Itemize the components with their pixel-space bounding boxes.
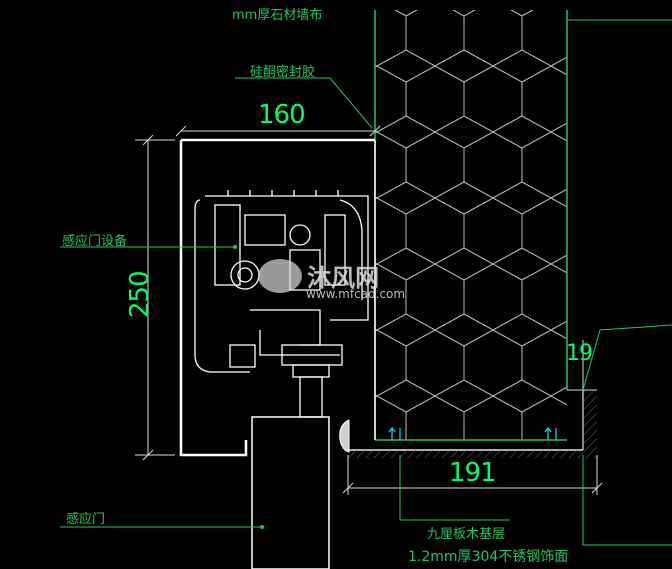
door-leaf <box>251 416 330 569</box>
label-finish: 1.2mm厚304不锈钢饰面 <box>408 549 569 565</box>
label-sealant: 硅酮密封胶 <box>250 65 316 80</box>
watermark-logo <box>258 258 302 293</box>
anchor-bolts <box>388 426 557 440</box>
leader-lines <box>60 19 672 546</box>
door-hanger <box>281 344 343 418</box>
operator-mechanism <box>194 190 369 373</box>
honeycomb-wall <box>375 10 567 440</box>
watermark-site: www.mfcad.com <box>306 287 406 301</box>
watermark: 沐风网 www.mfcad.com <box>258 258 405 301</box>
label-device: 感应门设备 <box>62 234 128 249</box>
dim-bottom: 191 <box>449 458 497 488</box>
right-hatch <box>583 390 597 450</box>
dimension-lines <box>135 125 603 495</box>
dim-height: 250 <box>125 271 155 318</box>
label-door: 感应门 <box>66 512 106 527</box>
dim-width: 160 <box>258 100 306 130</box>
watermark-brand: 沐风网 <box>307 264 380 292</box>
dim-small: 19 <box>566 341 593 366</box>
door-header-box <box>179 140 248 457</box>
label-top-cut: mm厚石材墙布 <box>232 8 323 23</box>
floor-hatch <box>348 450 597 458</box>
label-base: 九厘板木基层 <box>427 527 506 542</box>
sealant-bead <box>339 419 350 453</box>
